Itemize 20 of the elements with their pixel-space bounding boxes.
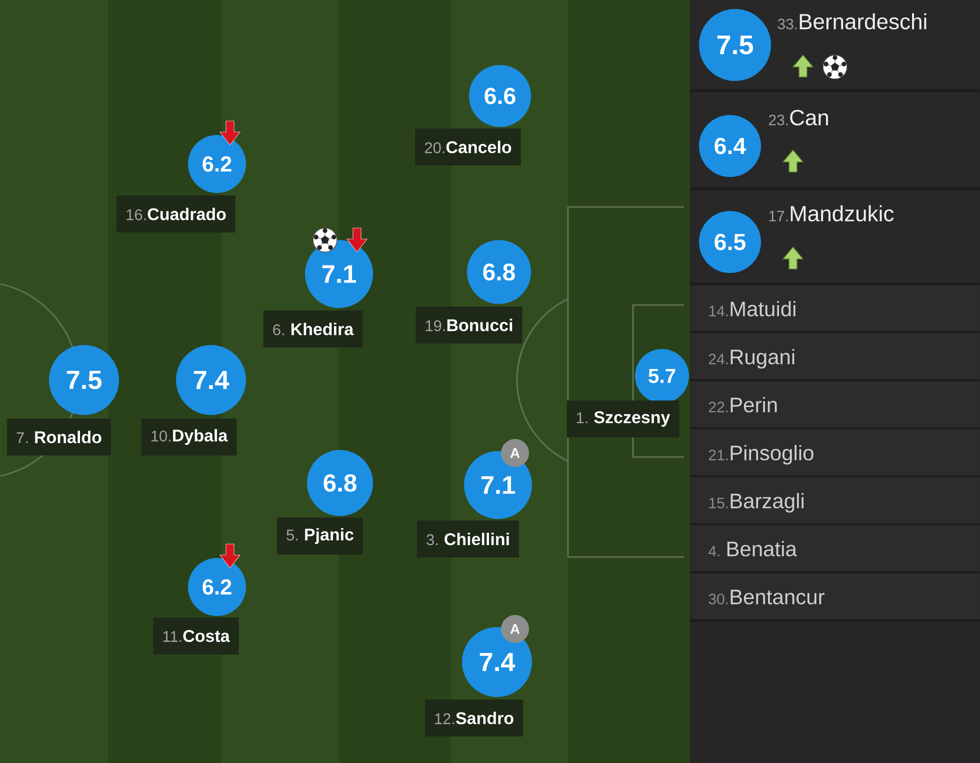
letter-badge: A (501, 439, 529, 467)
list-row: 24.Rugani (690, 333, 980, 380)
list-row: 14.Matuidi (690, 285, 980, 332)
name-label: 6. Khedira (263, 310, 363, 348)
name-label: 1. Szczesny (566, 400, 680, 438)
name-label: 11.Costa (153, 618, 239, 654)
list-row: 21.Pinsoglio (690, 429, 980, 476)
name-label: 20.Cancelo (415, 128, 521, 166)
name-label: 16.Cuadrado (116, 196, 236, 232)
list-row: 15.Barzagli (690, 477, 980, 524)
letter-badge: A (501, 615, 529, 643)
name-label: 10.Dybala (141, 418, 237, 456)
list-row: 4. Benatia (690, 525, 980, 572)
list-row: 22.Perin (690, 381, 980, 428)
list-row: 30.Bentancur (690, 573, 980, 620)
name-label: 19.Bonucci (416, 306, 522, 344)
name-label: 3. Chiellini (416, 520, 520, 558)
name-label: 12.Sandro (424, 700, 524, 736)
name-label: 5. Pjanic (277, 518, 363, 554)
name-label: 7. Ronaldo (7, 418, 111, 456)
